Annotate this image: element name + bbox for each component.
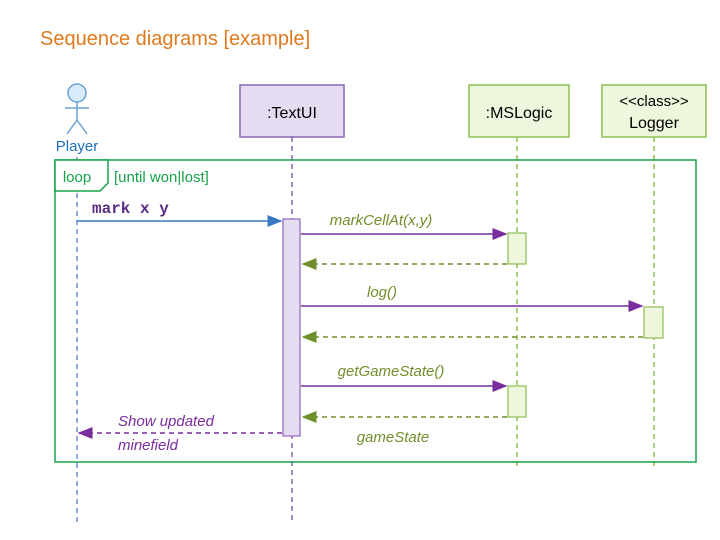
loop-keyword: loop (63, 169, 91, 186)
textui-activation (282, 218, 301, 437)
getgamestate-label: getGameState() (338, 363, 445, 380)
textui-label: :TextUI (267, 105, 317, 122)
textui-box (239, 84, 345, 138)
minefield-label: minefield (118, 437, 179, 454)
mslogic-activation-1 (507, 232, 527, 265)
actor-label: Player (56, 138, 99, 155)
mslogic-box (468, 84, 570, 138)
diagram-title: Sequence diagrams [example] (40, 28, 311, 50)
logger-label: Logger (629, 115, 679, 132)
markcellat-label: markCellAt(x,y) (330, 212, 433, 229)
player-actor-icon (65, 83, 89, 135)
gamestate-label: gameState (357, 429, 430, 446)
loop-tab (54, 159, 109, 192)
logger-stereotype: <<class>> (619, 93, 688, 110)
mslogic-label: :MSLogic (486, 105, 553, 122)
mslogic-activation-2 (507, 385, 527, 418)
loop-guard: [until won|lost] (114, 169, 209, 186)
logger-activation (643, 306, 664, 339)
show-updated-label: Show updated (118, 413, 215, 430)
log-label: log() (367, 284, 397, 301)
mark-message-label: mark x y (92, 200, 169, 218)
loop-frame (54, 159, 697, 463)
